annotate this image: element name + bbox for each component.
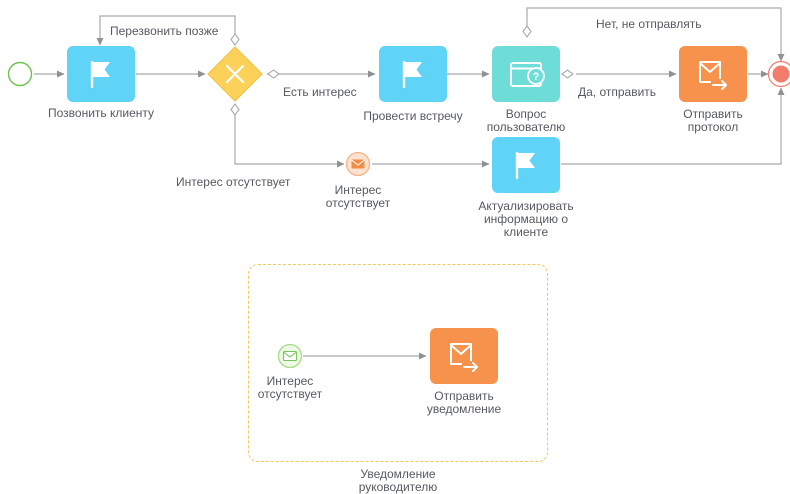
label-send-notification: Отправить уведомление <box>419 390 509 416</box>
send-mail-icon <box>679 46 747 102</box>
label-call-client: Позвонить клиенту <box>48 107 154 120</box>
task-send-notification[interactable] <box>430 328 498 384</box>
label-flow-no-interest: Интерес отсутствует <box>176 176 290 189</box>
label-sub-start-message: Интерес отсутствует <box>254 375 326 401</box>
task-send-protocol[interactable] <box>679 46 747 102</box>
label-meeting: Провести встречу <box>363 110 462 123</box>
task-question[interactable]: ? <box>492 46 560 102</box>
label-subprocess: Уведомление руководителю <box>353 468 443 494</box>
send-mail-icon <box>430 328 498 384</box>
flow-no-interest[interactable] <box>235 115 344 164</box>
flag-icon <box>379 46 447 102</box>
label-no-interest-event: Интерес отсутствует <box>322 184 394 210</box>
end-event[interactable] <box>769 62 790 87</box>
start-event[interactable] <box>9 63 32 86</box>
label-flow-has-interest: Есть интерес <box>283 86 357 99</box>
label-send-protocol: Отправить протокол <box>673 108 753 134</box>
envelope-icon <box>352 160 365 169</box>
task-update-info[interactable] <box>492 137 560 193</box>
subprocess-notify-manager[interactable] <box>248 264 548 462</box>
label-flow-call-later: Перезвонить позже <box>110 25 218 38</box>
exclusive-gateway[interactable] <box>208 47 262 101</box>
label-flow-no-dont-send: Нет, не отправлять <box>596 18 702 31</box>
svg-text:?: ? <box>533 71 540 83</box>
flag-icon <box>67 46 135 102</box>
flag-icon <box>492 137 560 193</box>
label-update-info: Актуализировать информацию о клиенте <box>471 200 581 239</box>
task-call-client[interactable] <box>67 46 135 102</box>
question-window-icon: ? <box>492 46 560 102</box>
message-event-no-interest[interactable] <box>347 153 370 176</box>
label-flow-yes-send: Да, отправить <box>578 86 656 99</box>
label-question: Вопрос пользователю <box>482 108 570 134</box>
task-meeting[interactable] <box>379 46 447 102</box>
